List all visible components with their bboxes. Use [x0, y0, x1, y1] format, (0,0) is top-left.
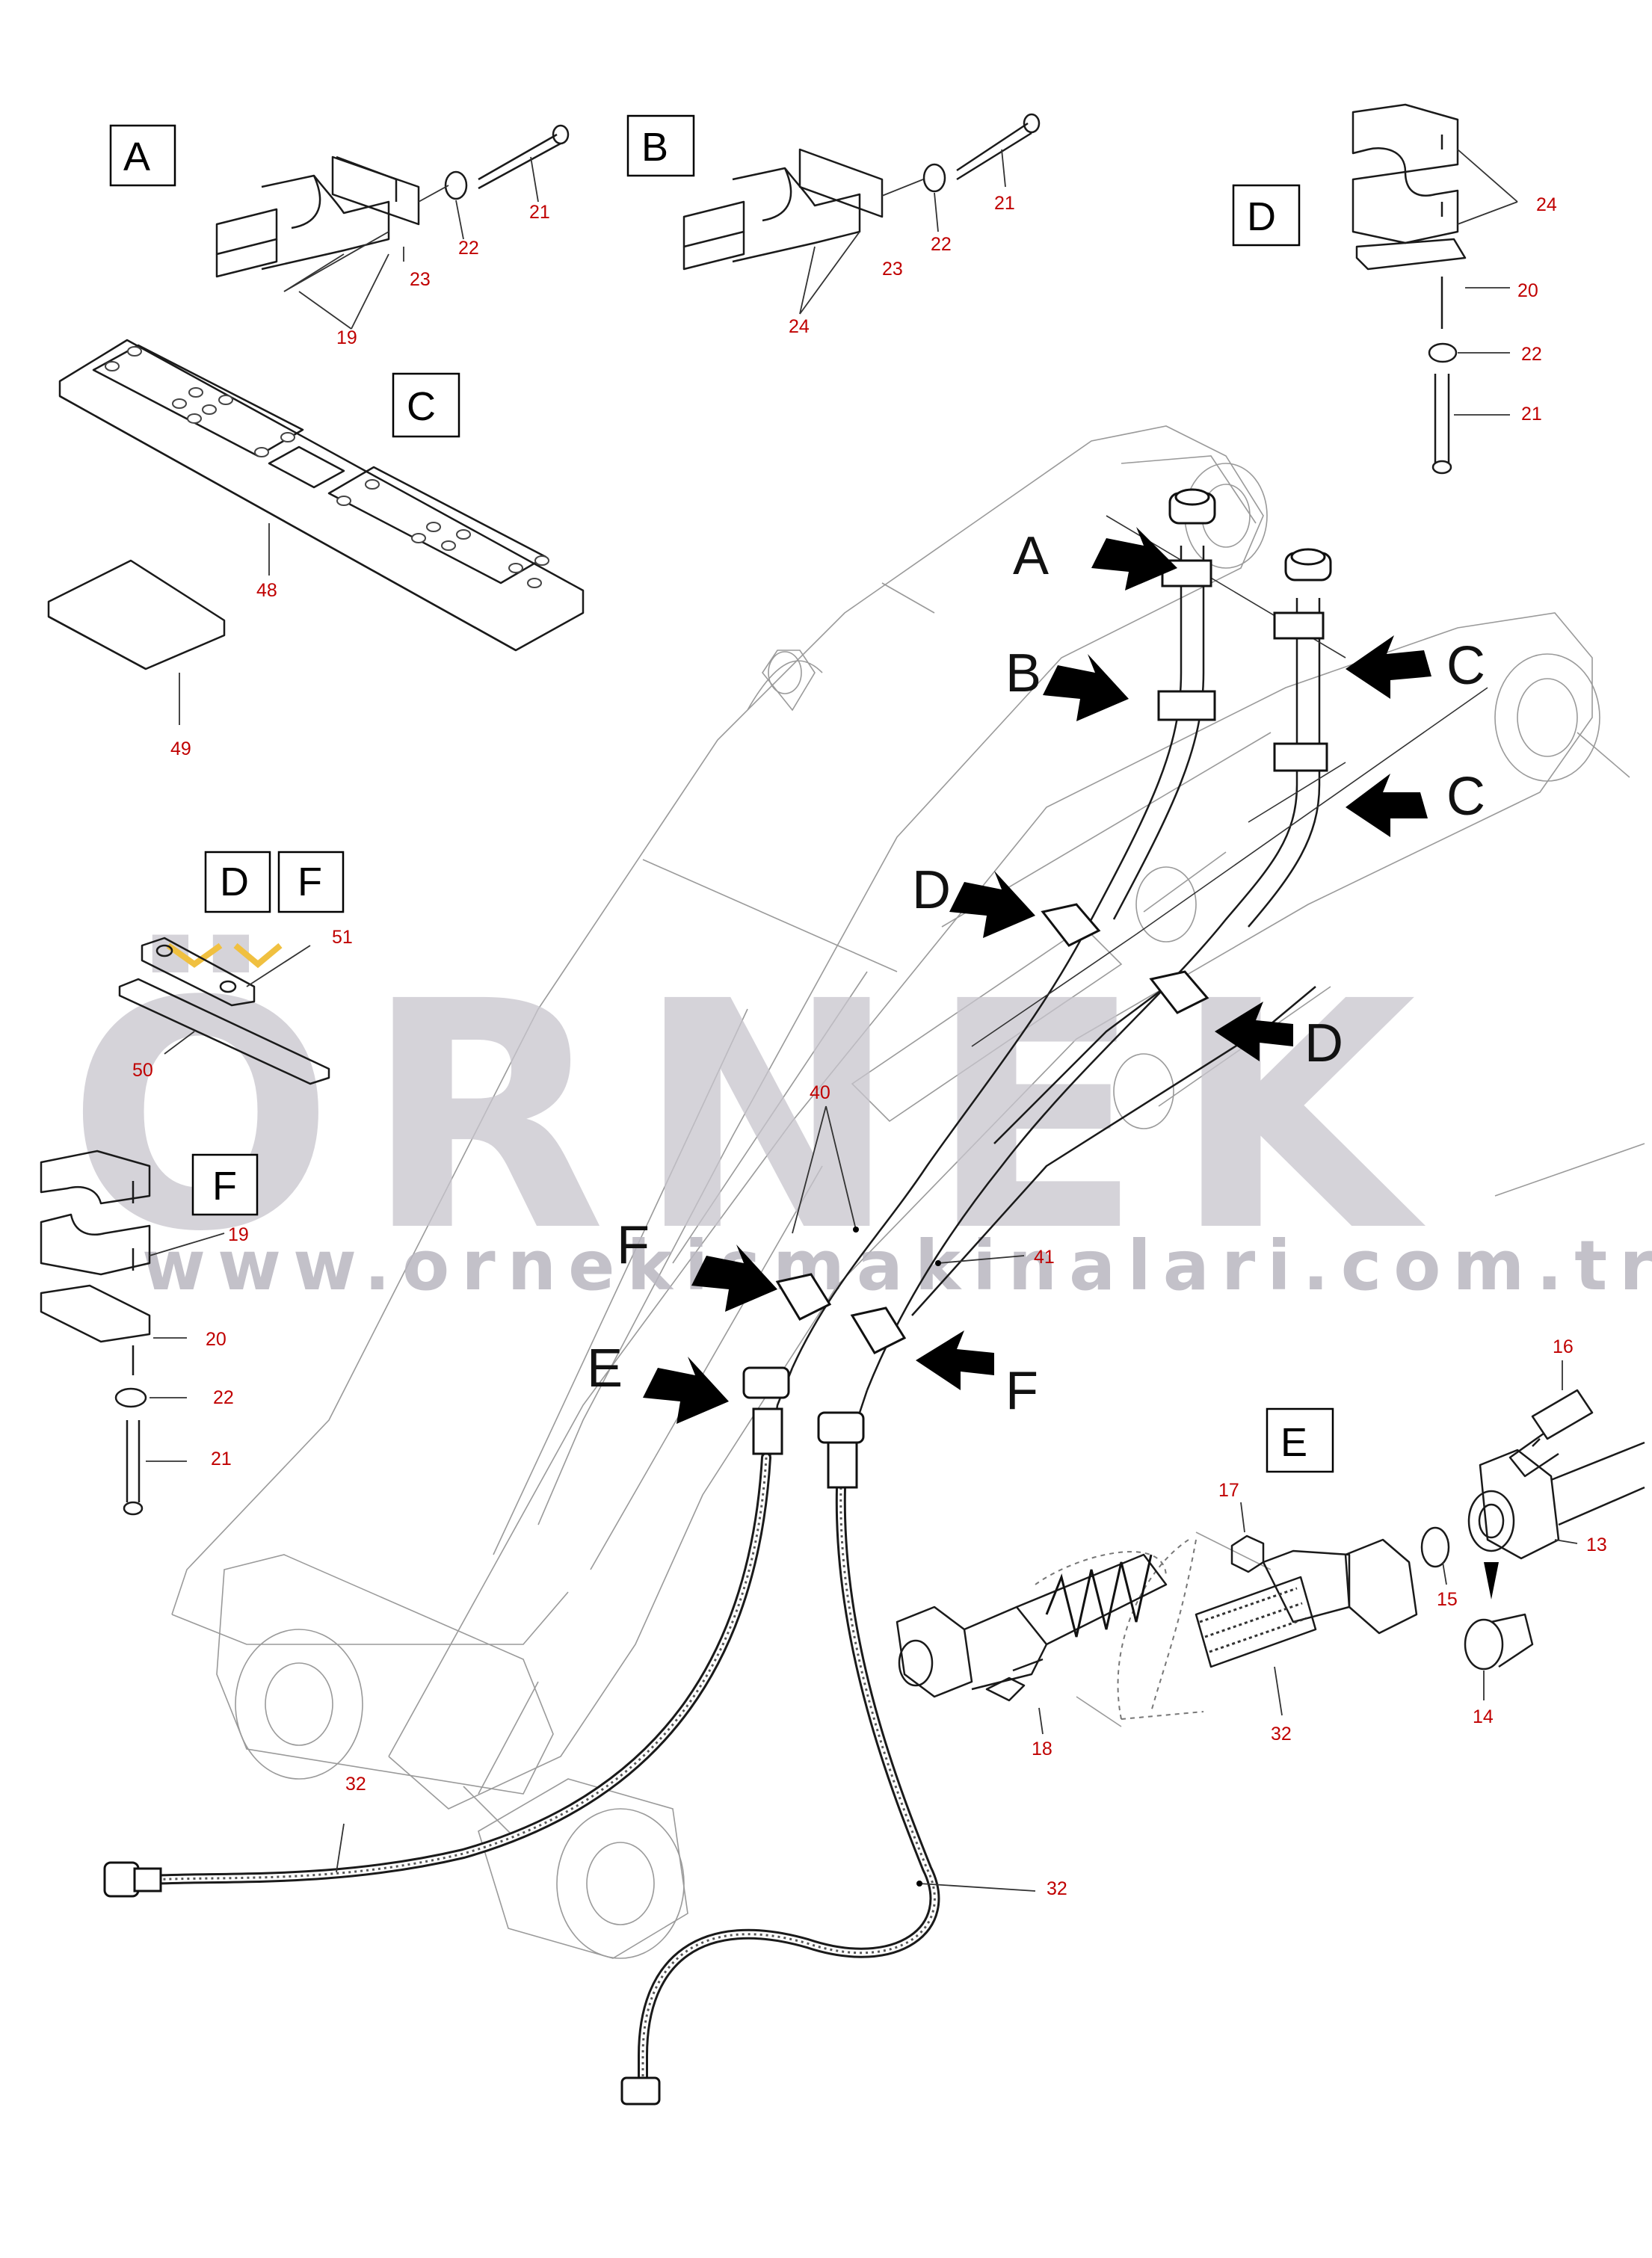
detail-box-d2 — [204, 851, 271, 913]
detail-df: D F 51 50 — [118, 851, 353, 1085]
part-number-21: 21 — [1521, 404, 1542, 425]
pointer-letter-c2: C — [1446, 767, 1485, 827]
watermark-url: www.ornekismakinalari.com.tr — [142, 1226, 1652, 1306]
arrow-d1 — [949, 871, 1035, 938]
pointer-letter-a: A — [1013, 526, 1049, 586]
part-number-13: 13 — [1586, 1534, 1607, 1555]
arrow-f1 — [691, 1244, 777, 1312]
detail-box-b — [626, 114, 695, 177]
part-number-24: 24 — [789, 316, 810, 337]
part-number-19: 19 — [228, 1224, 249, 1245]
part-number-51: 51 — [332, 927, 353, 948]
part-number-15: 15 — [1437, 1589, 1458, 1610]
watermark-accent — [166, 943, 223, 968]
part-number-21: 21 — [211, 1449, 232, 1469]
main-part-numbers: 40 41 32 32 — [336, 1082, 1067, 1899]
part-number-24: 24 — [1536, 194, 1557, 215]
pointer-letter-f: F — [617, 1215, 650, 1275]
arrow-d2 — [1215, 1002, 1293, 1061]
part-number-22: 22 — [931, 234, 952, 255]
detail-box-f-label: F — [298, 860, 322, 904]
clamp-block-f1 — [775, 1273, 832, 1321]
detail-box-a-label: A — [123, 135, 150, 179]
detail-box-d2-label: D — [220, 860, 249, 904]
detail-box-e — [1266, 1407, 1334, 1473]
hose-end-fitting — [620, 2076, 661, 2106]
arrow-c1 — [1346, 635, 1431, 699]
detail-box-d-label: D — [1247, 194, 1276, 239]
clamp-block-c2 — [1273, 742, 1328, 772]
pointer-letter-b: B — [1005, 644, 1041, 703]
detail-box-e-label: E — [1280, 1420, 1307, 1465]
arrow-b — [1043, 654, 1129, 721]
detail-f: F 19 20 22 21 — [40, 1150, 259, 1516]
part-number-50: 50 — [132, 1060, 153, 1081]
part-number-40: 40 — [810, 1082, 830, 1103]
detail-a: A 21 22 23 19 — [109, 124, 570, 348]
detail-b: B 21 22 23 24 — [626, 113, 1041, 337]
part-number-16: 16 — [1553, 1336, 1574, 1357]
clamp-block-b — [1157, 690, 1216, 721]
part-number-32: 32 — [345, 1774, 366, 1795]
pointer-arrows — [643, 527, 1431, 1424]
detail-box-b-label: B — [641, 125, 668, 170]
part-number-22: 22 — [1521, 344, 1542, 365]
hose-end-fitting — [103, 1861, 140, 1898]
clamp-block-f2 — [850, 1307, 907, 1354]
watermark-accent — [233, 943, 283, 969]
clamp-block-c — [1273, 611, 1325, 640]
pointer-letter-e: E — [587, 1339, 623, 1398]
part-number-32: 32 — [1047, 1878, 1067, 1899]
part-number-23: 23 — [410, 269, 431, 290]
part-number-17: 17 — [1218, 1480, 1239, 1501]
part-number-18: 18 — [1032, 1739, 1052, 1759]
pointer-letter-d2: D — [1304, 1014, 1343, 1073]
clamp-block-d2 — [1149, 970, 1209, 1014]
watermark: ÖRNEK www.ornekismakinalari.com.tr — [67, 931, 1652, 1306]
boom-outline — [171, 425, 1645, 1959]
arrow-a — [1091, 527, 1177, 590]
clamp-block-e — [742, 1366, 790, 1399]
part-number-20: 20 — [1517, 280, 1538, 301]
part-number-21: 21 — [529, 202, 550, 223]
arrow-e — [643, 1357, 729, 1424]
detail-box-c — [392, 372, 460, 438]
pointer-letter-c1: C — [1446, 636, 1485, 696]
arrow-f2 — [916, 1330, 994, 1390]
part-number-19: 19 — [336, 327, 357, 348]
part-number-48: 48 — [256, 580, 277, 601]
detail-box-a — [109, 124, 176, 187]
pointer-letter-f2: F — [1005, 1361, 1038, 1421]
pointer-letter-d1: D — [912, 860, 951, 920]
detail-box-d — [1232, 184, 1301, 247]
detail-c: C 48 49 — [47, 339, 585, 759]
detail-box-f2 — [191, 1153, 259, 1216]
detail-box-f2-label: F — [212, 1164, 237, 1209]
part-number-49: 49 — [170, 738, 191, 759]
part-number-20: 20 — [206, 1329, 226, 1350]
detail-e: E — [896, 1336, 1645, 1759]
part-number-21: 21 — [994, 193, 1015, 214]
pointer-letters: A B C C D D E F F — [587, 526, 1485, 1421]
clamp-block-d1 — [1041, 903, 1101, 947]
part-number-23: 23 — [882, 259, 903, 280]
arrow-c2 — [1346, 774, 1428, 837]
detail-box-c-label: C — [407, 384, 436, 429]
hose-assembly — [103, 488, 1488, 2106]
detail-box-f — [277, 851, 345, 913]
part-number-14: 14 — [1473, 1706, 1494, 1727]
detail-d: D 24 20 22 21 — [1232, 103, 1557, 475]
part-number-32: 32 — [1271, 1724, 1292, 1745]
part-number-22: 22 — [458, 238, 479, 259]
part-number-41: 41 — [1034, 1247, 1055, 1268]
part-number-22: 22 — [213, 1387, 234, 1408]
